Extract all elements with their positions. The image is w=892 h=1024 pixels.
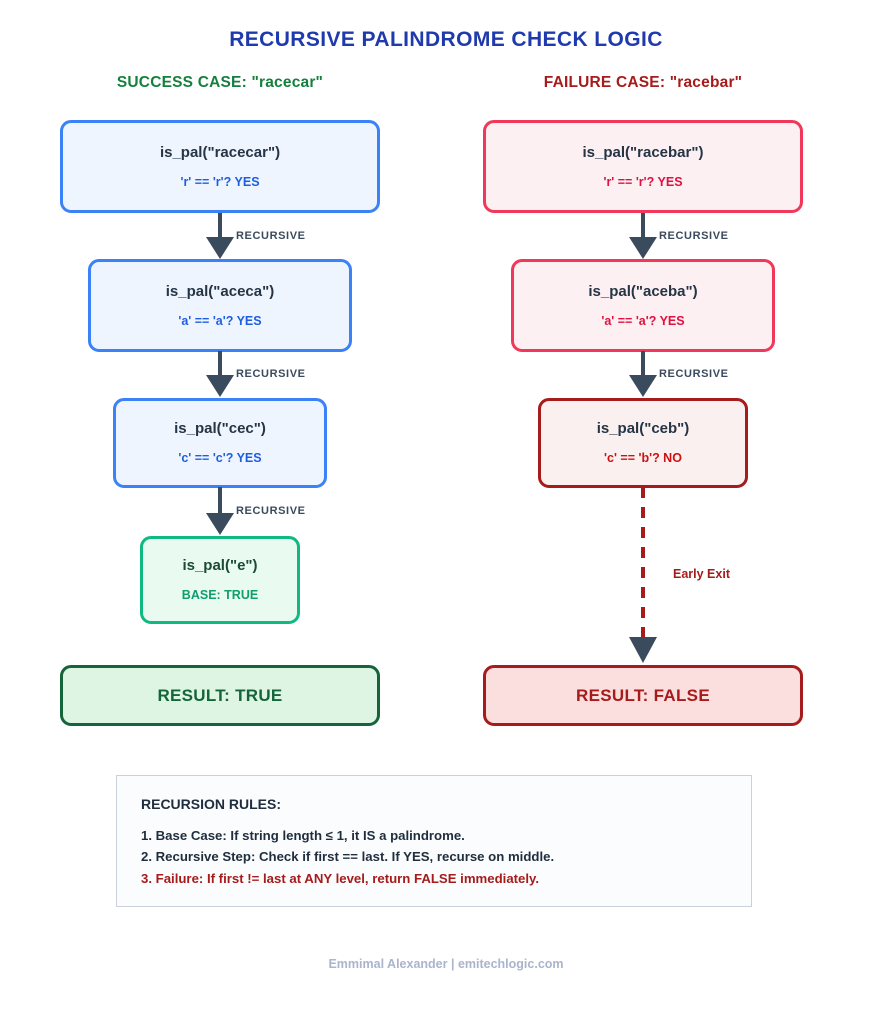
arrow-label-failure-1: RECURSIVE bbox=[659, 368, 729, 380]
arrow-success-2 bbox=[206, 487, 234, 535]
rule-failure: 3. Failure: If first != last at ANY leve… bbox=[141, 870, 540, 886]
node-compare-label: 'a' == 'a'? YES bbox=[601, 313, 685, 328]
arrow-label-failure-0: RECURSIVE bbox=[659, 230, 729, 242]
success-column-heading: SUCCESS CASE: "racecar" bbox=[116, 74, 324, 91]
node-compare-label: 'r' == 'r'? YES bbox=[603, 174, 683, 189]
node-success-1[interactable]: is_pal("aceca") 'a' == 'a'? YES bbox=[88, 259, 352, 352]
arrow-failure-1 bbox=[629, 351, 657, 397]
node-compare-label: 'r' == 'r'? YES bbox=[180, 174, 260, 189]
node-function-label: is_pal("aceba") bbox=[588, 282, 698, 300]
node-function-label: is_pal("aceca") bbox=[165, 282, 275, 300]
arrow-label-success-2: RECURSIVE bbox=[236, 505, 306, 517]
node-failure-0[interactable]: is_pal("racebar") 'r' == 'r'? YES bbox=[483, 120, 803, 213]
early-exit-label: Early Exit bbox=[673, 567, 730, 581]
node-failure-1[interactable]: is_pal("aceba") 'a' == 'a'? YES bbox=[511, 259, 775, 352]
arrow-label-success-1: RECURSIVE bbox=[236, 368, 306, 380]
rules-heading: RECURSION RULES: bbox=[141, 796, 282, 812]
node-function-label: is_pal("racecar") bbox=[159, 143, 281, 161]
node-compare-label: 'c' == 'c'? YES bbox=[178, 451, 262, 465]
node-success-3[interactable]: is_pal("e") BASE: TRUE bbox=[140, 536, 300, 624]
footer-credit: Emmimal Alexander | emitechlogic.com bbox=[328, 957, 564, 971]
rule-base-case: 1. Base Case: If string length ≤ 1, it I… bbox=[141, 828, 465, 843]
arrow-failure-early-exit bbox=[629, 487, 657, 663]
result-failure[interactable]: RESULT: FALSE bbox=[483, 665, 803, 726]
node-base-label: BASE: TRUE bbox=[181, 588, 259, 602]
recursion-rules-panel: RECURSION RULES: 1. Base Case: If string… bbox=[116, 775, 752, 907]
page-title: RECURSIVE PALINDROME CHECK LOGIC bbox=[229, 28, 663, 51]
node-function-label: is_pal("racebar") bbox=[582, 143, 704, 161]
node-failure-2[interactable]: is_pal("ceb") 'c' == 'b'? NO bbox=[538, 398, 748, 488]
node-success-2[interactable]: is_pal("cec") 'c' == 'c'? YES bbox=[113, 398, 327, 488]
arrow-success-1 bbox=[206, 351, 234, 397]
node-success-0[interactable]: is_pal("racecar") 'r' == 'r'? YES bbox=[60, 120, 380, 213]
arrow-success-0 bbox=[206, 213, 234, 259]
result-success[interactable]: RESULT: TRUE bbox=[60, 665, 380, 726]
node-function-label: is_pal("cec") bbox=[174, 420, 266, 437]
node-function-label: is_pal("e") bbox=[182, 557, 258, 574]
node-compare-label: 'a' == 'a'? YES bbox=[178, 313, 262, 328]
failure-column-heading: FAILURE CASE: "racebar" bbox=[543, 74, 743, 91]
arrow-failure-0 bbox=[629, 213, 657, 259]
node-function-label: is_pal("ceb") bbox=[596, 420, 690, 437]
rule-recursive-step: 2. Recursive Step: Check if first == las… bbox=[141, 849, 555, 865]
node-compare-label: 'c' == 'b'? NO bbox=[604, 451, 682, 465]
arrow-label-success-0: RECURSIVE bbox=[236, 230, 306, 242]
